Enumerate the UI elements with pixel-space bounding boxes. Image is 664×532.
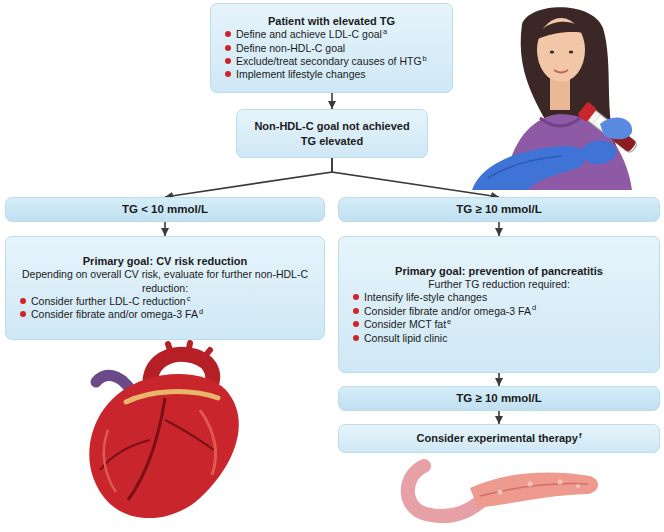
text-row: Exclude/treat secondary causes of HTGb	[220, 55, 443, 68]
bullet-text: Consider further LDL-C reduction	[31, 295, 186, 307]
text-row: Implement lifestyle changes	[220, 68, 443, 81]
bullet-text: Define non-HDL-C goal	[236, 42, 345, 54]
bullet-text: Consult lipid clinic	[364, 332, 447, 344]
bullet-text: Exclude/treat secondary causes of HTG	[236, 55, 422, 67]
footnote-mark: a	[383, 27, 387, 36]
condition-band: TG ≥ 10 mmol/L	[338, 197, 660, 222]
heading-text: TG < 10 mmol/L	[122, 203, 208, 215]
bullet-dot	[353, 294, 359, 300]
text-row: Consider further LDL-C reductionc	[15, 295, 315, 308]
text-row: Define non-HDL-C goal	[220, 42, 443, 55]
bullet-text: Consider fibrate and/or omega-3 FA	[364, 305, 531, 317]
heading-text: Primary goal: prevention of pancreatitis	[395, 265, 603, 277]
text-row: Primary goal: prevention of pancreatitis	[348, 264, 650, 278]
text-row: TG < 10 mmol/L	[14, 202, 316, 217]
process-box: Consider experimental therapyf	[338, 424, 660, 453]
process-box: Primary goal: CV risk reductionDepending…	[5, 236, 325, 340]
bullet-dot	[225, 45, 231, 51]
body-text: Further TG reduction required:	[428, 278, 570, 290]
text-row: Consider MCT fate	[348, 318, 650, 331]
footnote-mark: f	[579, 431, 582, 440]
bullet-text: Intensify life-style changes	[364, 291, 487, 303]
footnote-mark: c	[187, 294, 191, 303]
footnote-mark: b	[423, 54, 427, 63]
bullet-text: Define and achieve LDL-C goal	[236, 28, 382, 40]
bullet-text: Implement lifestyle changes	[236, 68, 366, 80]
condition-band: TG ≥ 10 mmol/L	[338, 386, 660, 411]
bullet-dot	[225, 31, 231, 37]
text-row: Define and achieve LDL-C goala	[220, 28, 443, 41]
text-row: Patient with elevated TG	[220, 14, 443, 28]
process-box: Patient with elevated TGDefine and achie…	[210, 3, 453, 93]
heart-illustration	[89, 343, 239, 518]
bullet-dot	[225, 71, 231, 77]
heading-text: Primary goal: CV risk reduction	[83, 255, 247, 267]
bullet-dot	[20, 311, 26, 317]
process-box: Primary goal: prevention of pancreatitis…	[338, 236, 660, 373]
text-row: Further TG reduction required:	[348, 278, 650, 291]
footnote-mark: e	[447, 317, 451, 326]
text-row: Intensify life-style changes	[348, 291, 650, 304]
bullet-dot	[353, 321, 359, 327]
text-row: Consider fibrate and/or omega-3 FAd	[348, 305, 650, 318]
footnote-mark: d	[532, 303, 536, 312]
text-row: Consult lipid clinic	[348, 332, 650, 345]
body-text: Depending on overall CV risk, evaluate f…	[22, 268, 308, 293]
bullet-dot	[225, 58, 231, 64]
bullet-text: Consider MCT fat	[364, 318, 446, 330]
process-box: Non-HDL-C goal not achieved TG elevated	[236, 109, 428, 158]
bullet-dot	[353, 308, 359, 314]
bullet-dot	[20, 298, 26, 304]
heading-text: Consider experimental therapy	[417, 432, 578, 444]
text-row: Non-HDL-C goal not achieved	[246, 119, 418, 133]
connector-arrow	[332, 158, 499, 197]
heading-text: Patient with elevated TG	[268, 15, 395, 27]
woman-illustration	[472, 7, 640, 190]
text-row: Consider experimental therapyf	[348, 431, 650, 445]
text-row: TG ≥ 10 mmol/L	[347, 202, 651, 217]
bullet-text: Consider fibrate and/or omega-3 FA	[31, 308, 198, 320]
connector-arrow	[498, 222, 500, 236]
text-row: TG ≥ 10 mmol/L	[347, 391, 651, 406]
bullet-dot	[353, 335, 359, 341]
heading-text: TG ≥ 10 mmol/L	[456, 392, 542, 404]
pancreas-illustration	[408, 466, 598, 516]
condition-band: TG < 10 mmol/L	[5, 197, 325, 222]
connector-arrow	[164, 222, 166, 236]
footnote-mark: d	[199, 307, 203, 316]
text-row: Primary goal: CV risk reduction	[15, 254, 315, 268]
connector-arrow	[498, 411, 500, 424]
text-row: Consider fibrate and/or omega-3 FAd	[15, 308, 315, 321]
heading-text: TG elevated	[301, 135, 363, 147]
text-row: Depending on overall CV risk, evaluate f…	[15, 268, 315, 295]
connector-arrow	[165, 158, 332, 197]
heading-text: TG ≥ 10 mmol/L	[456, 203, 542, 215]
connector-arrow	[498, 373, 500, 386]
text-row: TG elevated	[246, 134, 418, 148]
connector-arrow	[331, 93, 333, 109]
heading-text: Non-HDL-C goal not achieved	[254, 120, 409, 132]
